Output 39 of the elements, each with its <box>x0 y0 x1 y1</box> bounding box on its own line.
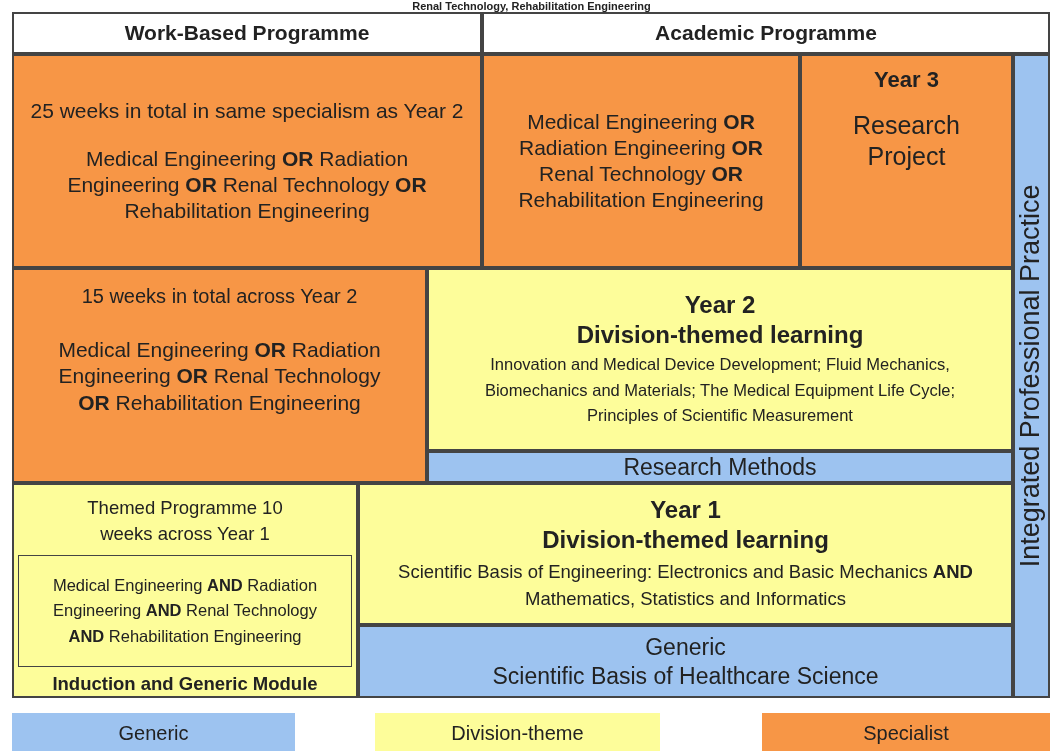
description: Themed Programme 10 weeks across Year 1 <box>86 496 284 546</box>
vertical-label: Integrated Professional Practice <box>1014 184 1047 568</box>
header-box <box>12 12 482 54</box>
theme-box <box>358 483 1013 625</box>
heading: Year 1 <box>650 495 721 526</box>
theme-box <box>427 268 1013 451</box>
description: Medical Engineering OR Radiation Engineering OR Renal Technology OR Rehabilitation Engineering <box>57 337 382 416</box>
heading: Work-Based Programme <box>124 19 370 46</box>
description: Scientific Basis of Healthcare Science <box>492 661 879 691</box>
generic-box <box>358 625 1013 698</box>
heading: Induction and Generic Module <box>51 671 319 695</box>
generic-box <box>427 451 1013 483</box>
description: Medical Engineering OR Radiation Engineering OR Renal Technology OR Rehabilitation Engineering <box>517 108 765 214</box>
specialist-box <box>12 54 482 268</box>
generic-box <box>1013 54 1050 698</box>
description: Research Methods <box>623 452 817 482</box>
legend-label: Division-theme <box>450 722 585 745</box>
legend-label: Generic <box>117 722 190 745</box>
specialist-box <box>12 268 427 483</box>
description: 15 weeks in total across Year 2 <box>81 284 358 309</box>
title: Renal Technology, Rehabilitation Engineering <box>411 0 652 12</box>
heading: Division-themed learning <box>576 320 864 351</box>
heading: Year 2 <box>684 290 756 321</box>
heading: Academic Programme <box>655 19 877 46</box>
description: Innovation and Medical Device Development; Fluid Mechanics, Biomechanics and Materials; The Medical Equipment Life Cycle; Principles of Scientific Measurement <box>483 354 957 427</box>
description: Medical Engineering AND Radiation Engineering AND Renal Technology AND Rehabilitation Engineering <box>51 574 319 647</box>
description: Research Project <box>852 109 961 172</box>
description: Scientific Basis of Engineering: Electronics and Basic Mechanics AND Mathematics, Statistics and Informatics <box>397 560 974 611</box>
heading: Division-themed learning <box>542 525 829 556</box>
description: Medical Engineering OR Radiation Engineering OR Renal Technology OR Rehabilitation Engineering <box>66 145 428 225</box>
description: 25 weeks in total in same specialism as Year 2 <box>30 97 464 124</box>
legend-label: Specialist <box>862 722 950 745</box>
description: Generic <box>645 632 726 662</box>
inner-box <box>18 555 352 667</box>
theme-box <box>12 483 358 698</box>
header-box <box>482 12 1050 54</box>
heading: Year 3 <box>874 66 939 94</box>
specialist-box <box>482 54 800 268</box>
specialist-box <box>800 54 1013 268</box>
